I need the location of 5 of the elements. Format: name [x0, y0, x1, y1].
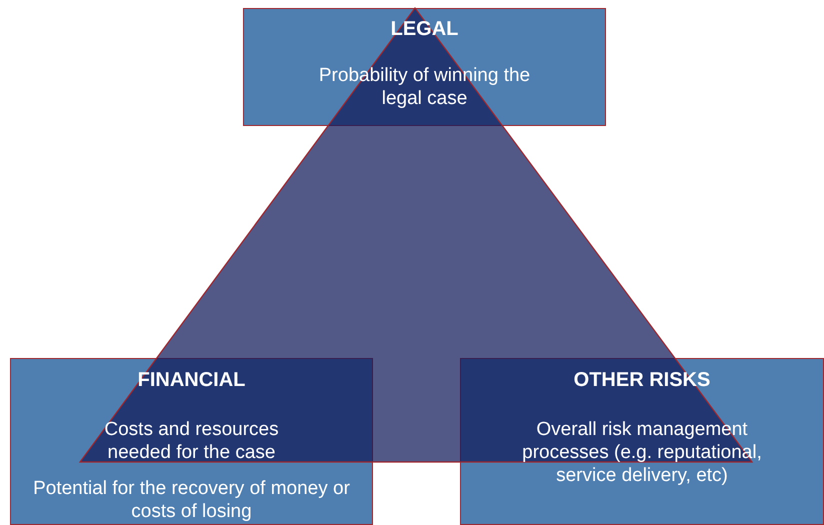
box-heading: LEGAL — [390, 18, 458, 41]
box-heading: FINANCIAL — [138, 369, 246, 392]
box-text: Costs and resources needed for the case — [103, 418, 280, 464]
box-text: Potential for the recovery of money or costs of losing — [32, 477, 350, 523]
box-text: Probability of winning the legal case — [318, 64, 532, 110]
